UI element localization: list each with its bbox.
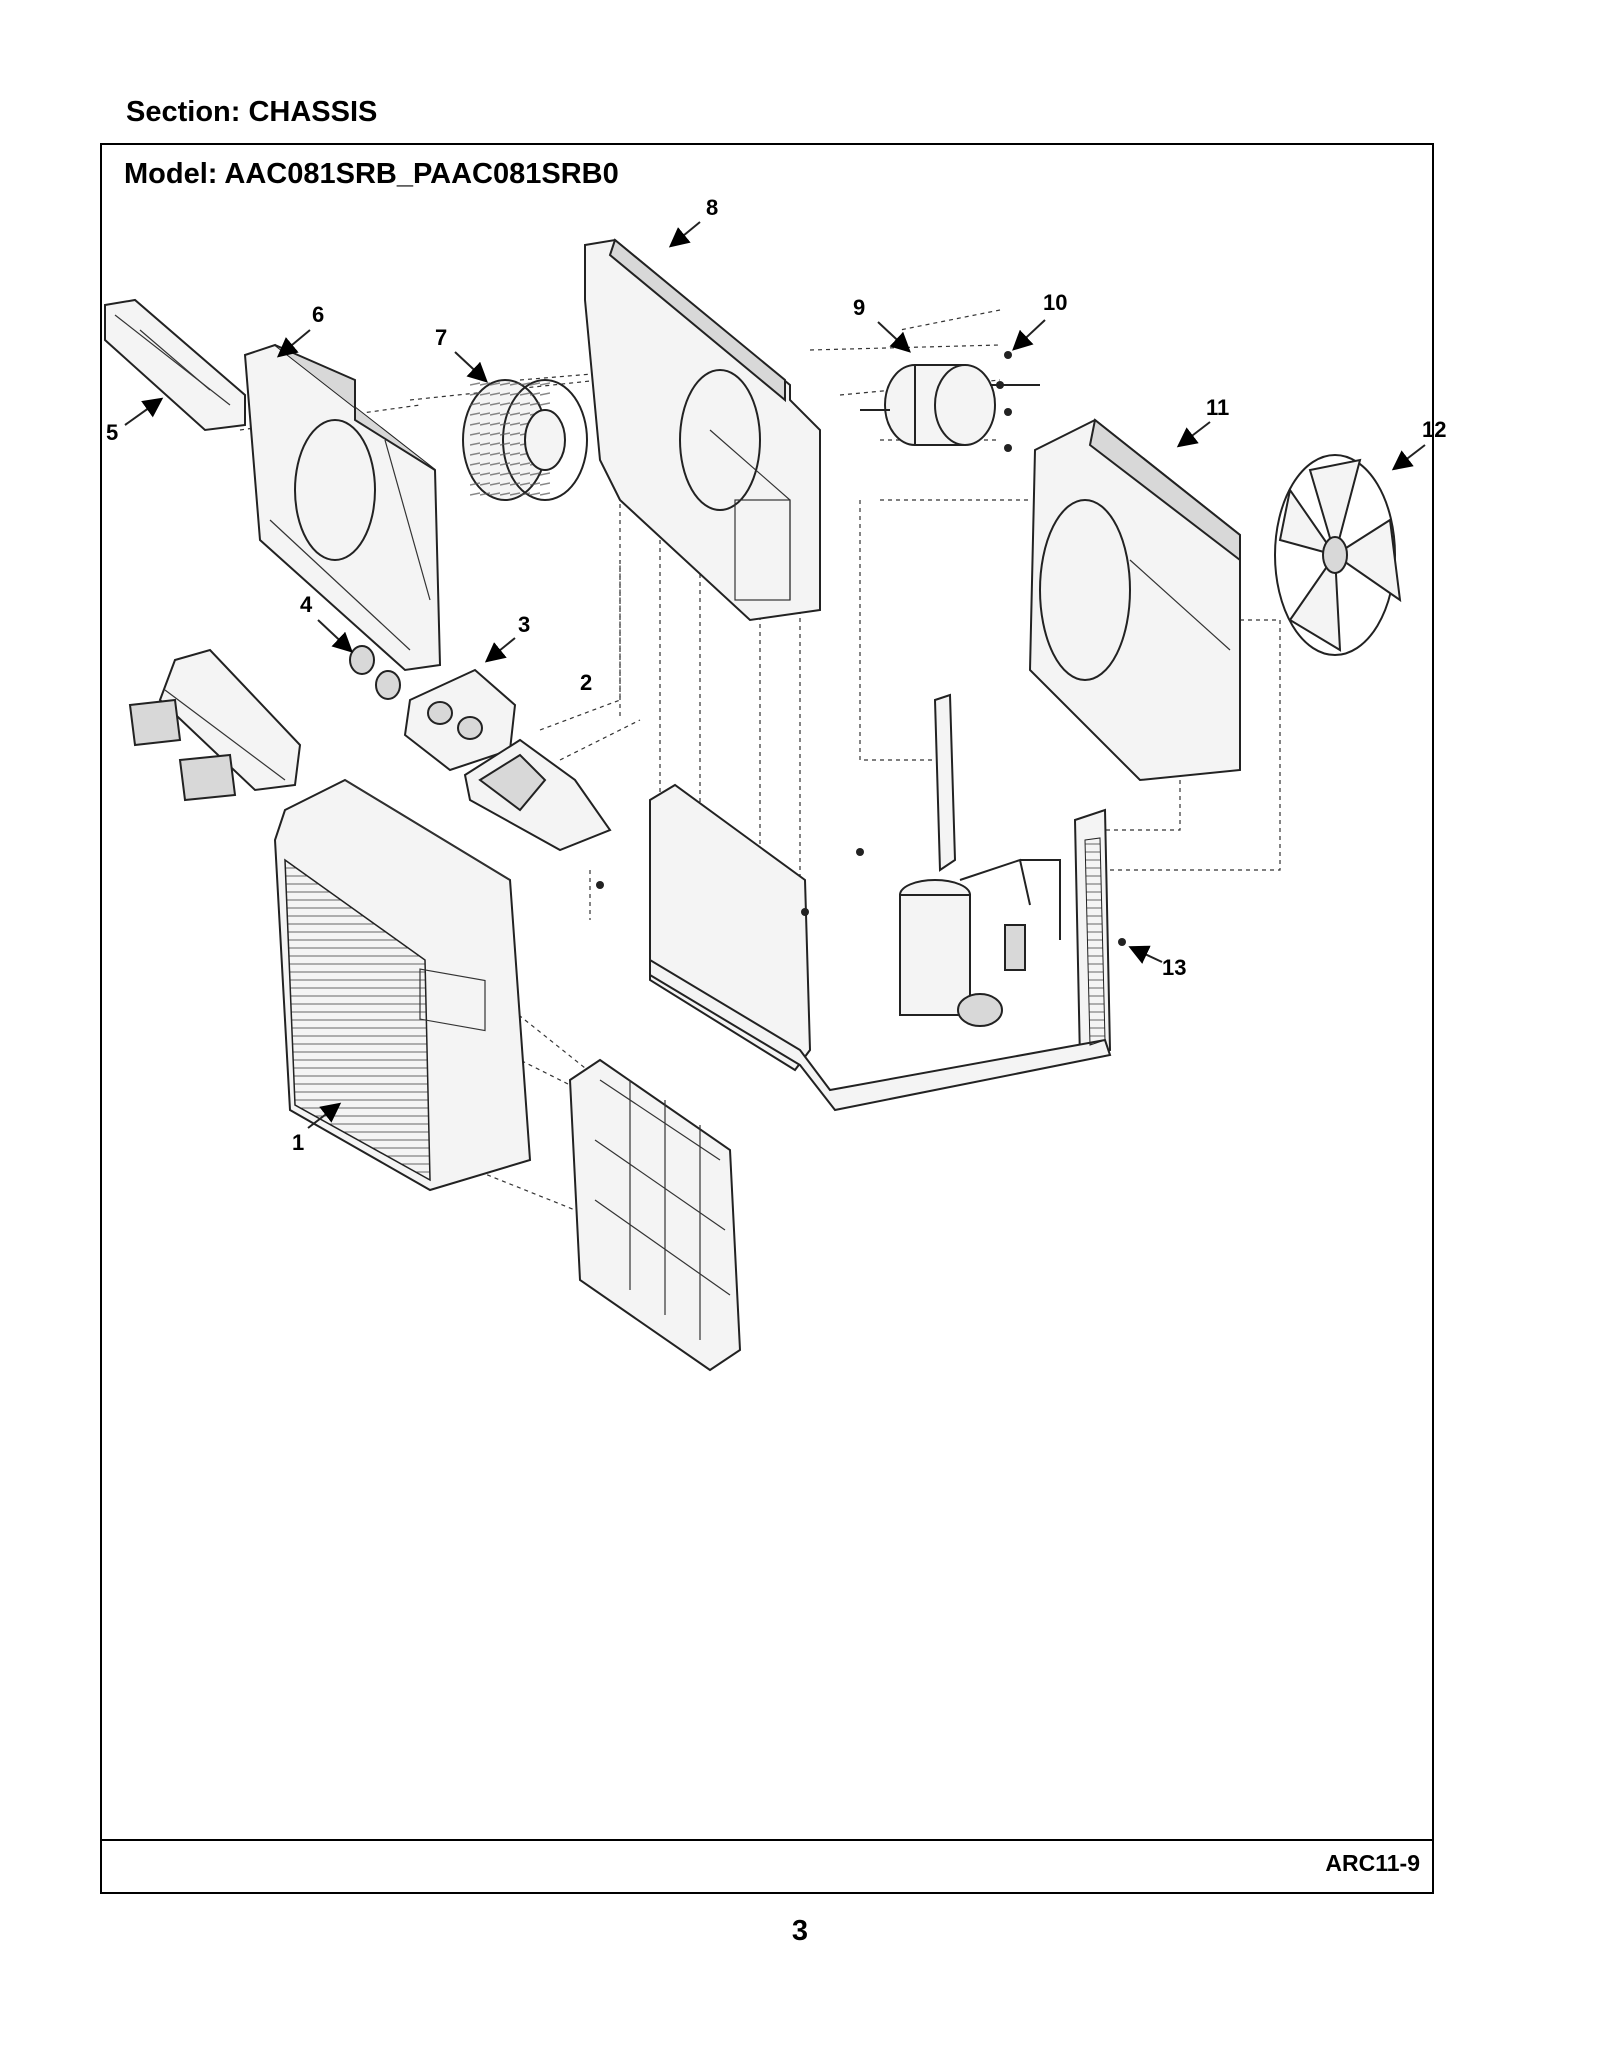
base-pan-compressor	[649, 693, 1112, 1112]
part-6-blower-housing	[243, 343, 442, 672]
part-13-screw	[1118, 938, 1126, 946]
callout-3: 3	[518, 612, 530, 637]
part-3-control-panel	[403, 668, 517, 772]
part-8-partition-panel	[584, 238, 821, 622]
callout-7: 7	[435, 325, 447, 350]
callout-13: 13	[1162, 955, 1186, 980]
part-11-condenser-shroud	[1028, 418, 1241, 782]
part-10-screws	[996, 351, 1012, 452]
callout-arrows	[124, 221, 1426, 1129]
callout-10: 10	[1043, 290, 1067, 315]
part-9-fan-motor	[860, 364, 1040, 446]
callout-1: 1	[292, 1130, 304, 1155]
callout-11: 11	[1206, 395, 1229, 420]
part-1-front-grille	[273, 778, 532, 1192]
callout-8: 8	[706, 195, 718, 220]
loose-screws	[596, 848, 864, 916]
footer-code: ARC11-9	[1325, 1850, 1420, 1876]
part-12-condenser-fan	[1274, 454, 1402, 656]
part-4-knobs	[349, 645, 401, 700]
wiring-harness	[128, 648, 302, 802]
callout-6: 6	[312, 302, 324, 327]
callout-9: 9	[853, 295, 865, 320]
callout-4: 4	[300, 592, 313, 617]
part-7-blower-wheel	[462, 379, 588, 501]
air-filter	[568, 1058, 742, 1372]
page-number: 3	[791, 1915, 809, 1947]
diagram-frame	[100, 143, 1434, 1894]
footer-divider	[100, 1839, 1434, 1841]
section-title: Section: CHASSIS	[126, 96, 378, 128]
callout-2: 2	[580, 670, 592, 695]
part-5-deflector	[104, 298, 246, 432]
part-2-control-bracket	[463, 738, 612, 852]
callout-12: 12	[1422, 417, 1446, 442]
callout-5: 5	[106, 420, 118, 445]
model-title: Model: AAC081SRB_PAAC081SRB0	[124, 158, 619, 190]
